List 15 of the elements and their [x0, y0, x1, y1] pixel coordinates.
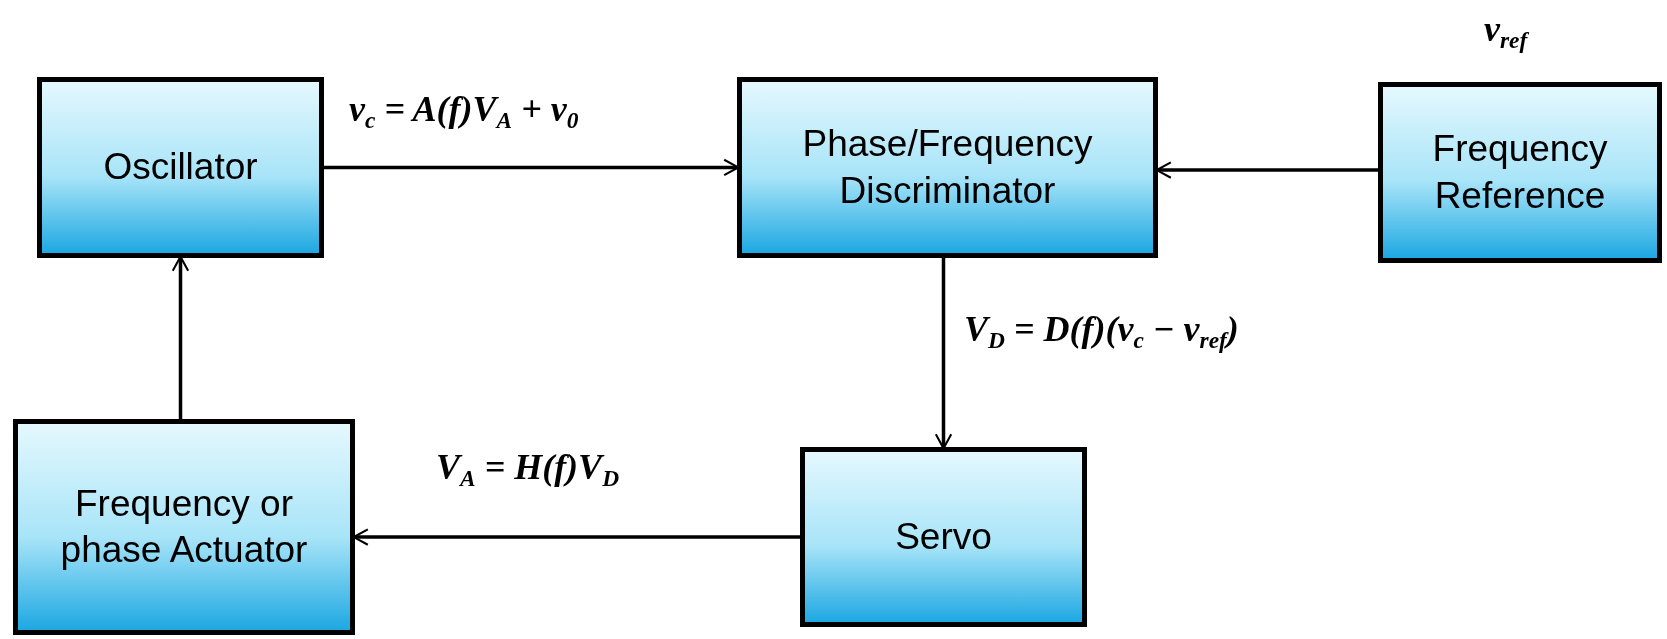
process-box: [800, 447, 1087, 627]
arrow: [324, 159, 739, 176]
box-label: Servo: [894, 514, 993, 559]
process-box: [1378, 82, 1662, 263]
arrow: [172, 256, 189, 419]
box-label: Frequency Reference: [1431, 127, 1609, 218]
box-label: Phase/Frequency Discriminator: [801, 122, 1094, 213]
process-box: [37, 77, 324, 258]
arrow: [935, 258, 952, 449]
arrow: [1156, 161, 1378, 179]
arrow: [353, 528, 800, 546]
box-label: Oscillator: [102, 145, 259, 190]
process-box: [737, 77, 1158, 258]
box-label: Frequency or phase Actuator: [59, 481, 309, 572]
process-box: [13, 419, 355, 635]
